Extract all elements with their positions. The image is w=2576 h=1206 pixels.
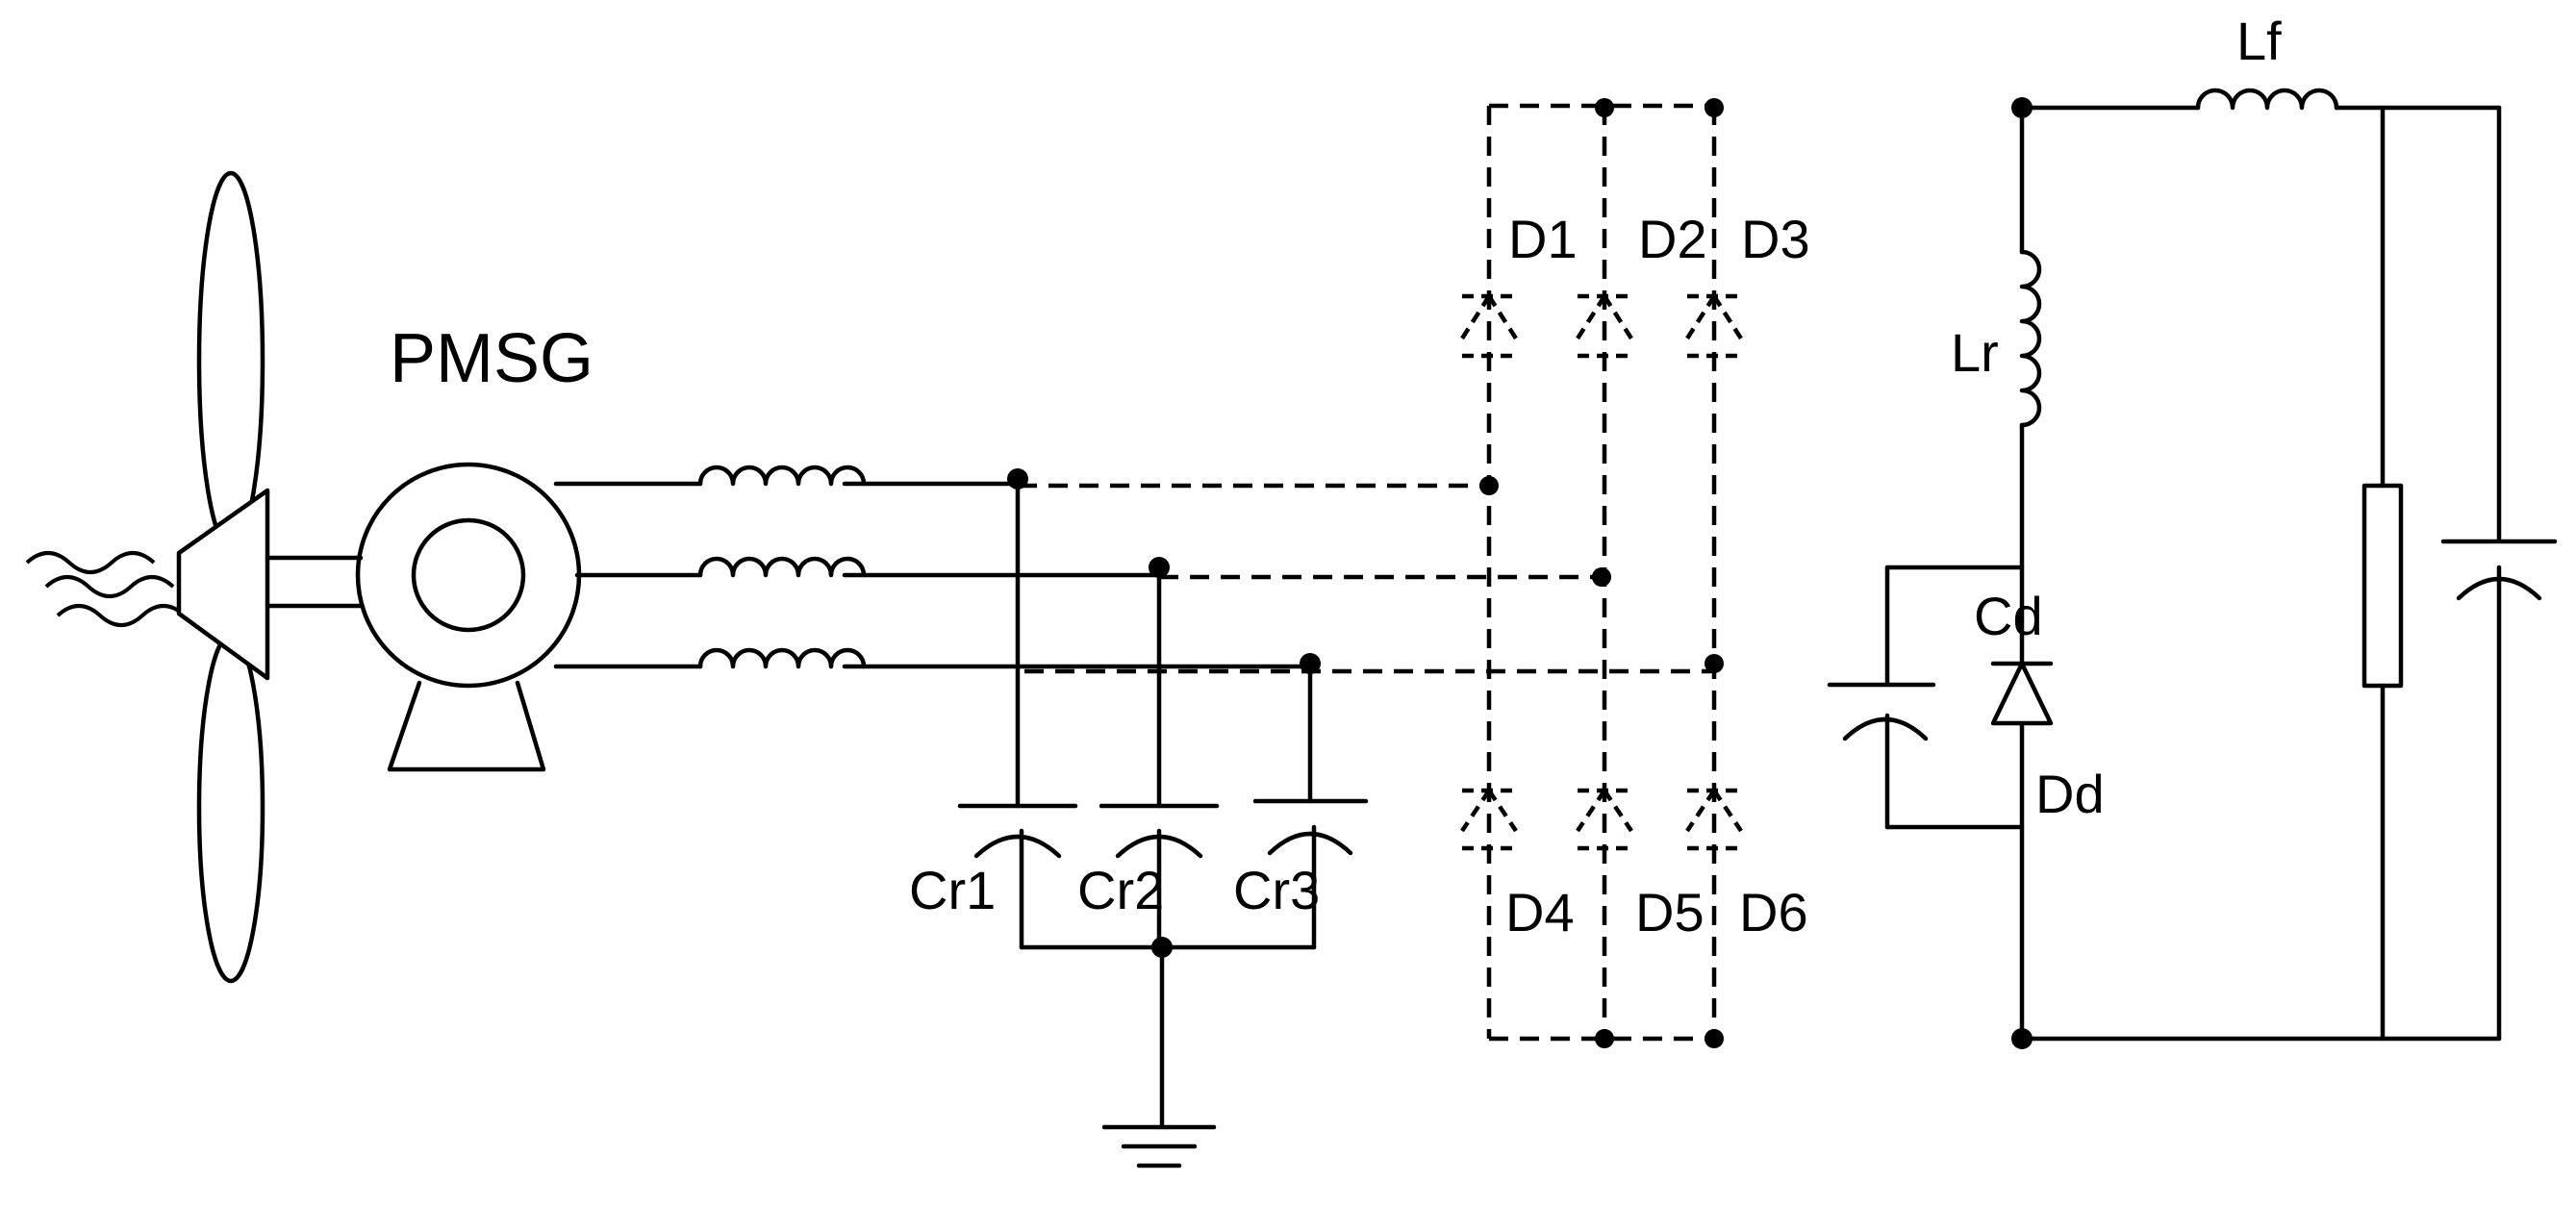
cr1-label: Cr1: [909, 860, 996, 920]
generator-icon: [355, 462, 582, 772]
resonant-capacitors: [957, 481, 1369, 1128]
ground-icon: [1101, 1124, 1217, 1168]
pmsg-label: PMSG: [390, 320, 593, 397]
dc-circuit: [1827, 88, 2558, 1049]
d1-label: D1: [1508, 209, 1578, 269]
dashed-phase-links: [1018, 483, 1714, 674]
wind-turbine-icon: [176, 170, 364, 984]
d2-label: D2: [1638, 209, 1707, 269]
cd-label: Cd: [1974, 586, 2043, 646]
d4-label: D4: [1505, 882, 1575, 942]
diode-bridge: [1460, 98, 1743, 1048]
cr3-label: Cr3: [1233, 860, 1320, 920]
cr2-label: Cr2: [1077, 860, 1164, 920]
d6-label: D6: [1739, 882, 1808, 942]
line-inductors: [553, 465, 1313, 669]
lf-label: Lf: [2236, 11, 2282, 71]
wind-icon: [25, 551, 187, 627]
junction-dots-left: [1007, 468, 1321, 958]
dd-label: Dd: [2035, 764, 2105, 824]
lr-label: Lr: [1951, 322, 1999, 383]
d5-label: D5: [1635, 882, 1705, 942]
d3-label: D3: [1741, 209, 1810, 269]
